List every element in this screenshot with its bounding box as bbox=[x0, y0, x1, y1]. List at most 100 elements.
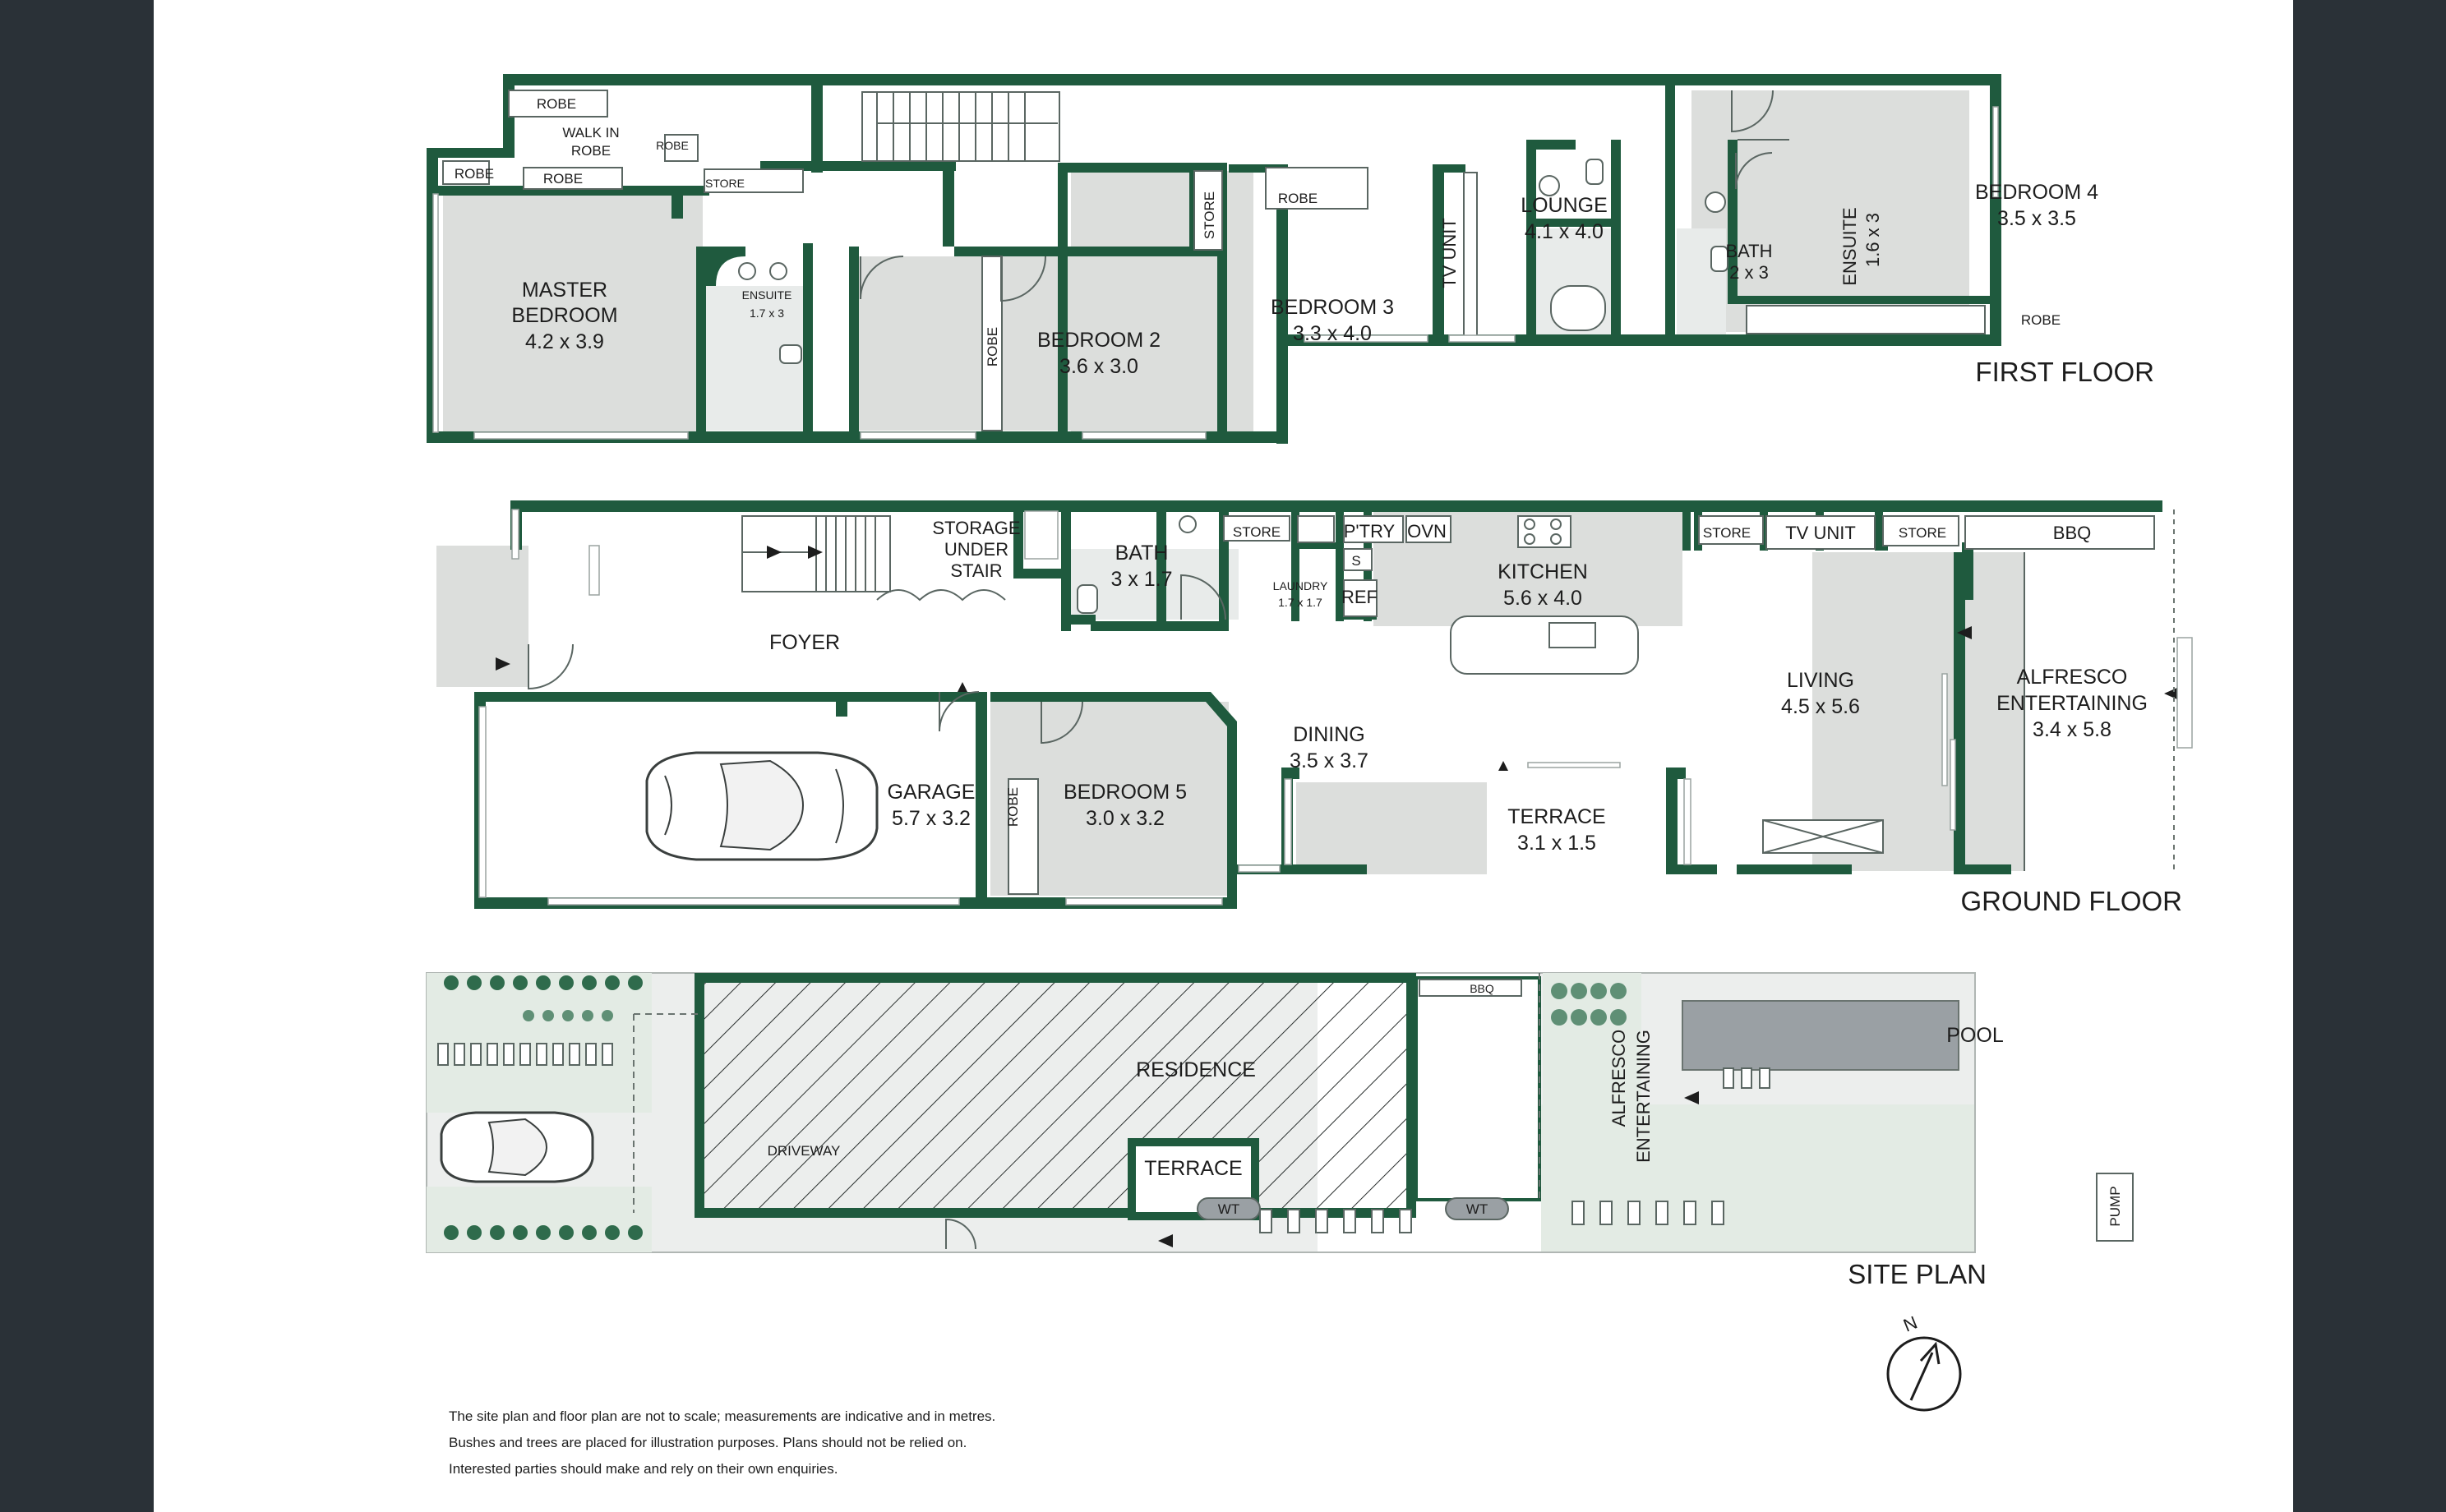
wall bbox=[1665, 85, 1675, 346]
plan-sheet: ROBE WALK IN ROBE ROBE ROBE ROBE STORE M… bbox=[154, 0, 2293, 1512]
water-tank-label: WT bbox=[1466, 1201, 1488, 1217]
wall bbox=[760, 161, 956, 171]
toilet bbox=[1710, 246, 1728, 272]
window bbox=[473, 431, 689, 440]
bedroom-2-label: BEDROOM 2 bbox=[1037, 329, 1161, 352]
wall bbox=[1229, 164, 1278, 173]
gate-swing bbox=[945, 1218, 976, 1250]
fridge-box bbox=[1343, 579, 1378, 617]
terrace-label: TERRACE bbox=[1507, 805, 1605, 828]
ensuite2-label: ENSUITE bbox=[1839, 207, 1860, 285]
robe-box bbox=[1746, 305, 1986, 334]
walk-in-robe-label: ROBE bbox=[571, 143, 611, 159]
ground-floor-title: GROUND FLOOR bbox=[1960, 886, 2182, 916]
robe-label: ROBE bbox=[2021, 312, 2061, 328]
back-lawn bbox=[1541, 1104, 1975, 1252]
wall bbox=[1433, 164, 1465, 173]
store-box bbox=[1223, 515, 1290, 542]
front-garden bbox=[427, 1187, 652, 1252]
robe-label: ROBE bbox=[1005, 787, 1021, 827]
ensuite-dim: 1.7 x 3 bbox=[750, 307, 784, 320]
wall bbox=[1875, 542, 1888, 551]
robe-box bbox=[981, 256, 1003, 431]
dining-dim: 3.5 x 3.7 bbox=[1290, 749, 1368, 772]
robe-label: ROBE bbox=[1278, 191, 1318, 206]
basin bbox=[738, 262, 756, 280]
laundry-label: LAUNDRY bbox=[1273, 579, 1328, 592]
door-arrow-icon bbox=[958, 682, 967, 692]
compass-north-label: N bbox=[1900, 1311, 1920, 1335]
robe-box bbox=[442, 160, 490, 185]
sliding-door bbox=[1527, 762, 1621, 768]
kitchen-dim: 5.6 x 4.0 bbox=[1503, 587, 1582, 610]
wall bbox=[1281, 768, 1299, 779]
wall bbox=[1091, 621, 1173, 631]
kitchen-island bbox=[1450, 615, 1639, 675]
fridge-label: REF bbox=[1341, 587, 1378, 607]
wall bbox=[1728, 296, 1991, 304]
wall bbox=[943, 161, 954, 247]
robe-box bbox=[523, 167, 623, 190]
door-swing bbox=[860, 256, 904, 300]
store-box bbox=[1698, 515, 1764, 545]
bbq-bench bbox=[1964, 515, 2155, 550]
living-dim: 4.5 x 5.6 bbox=[1781, 695, 1860, 718]
tv-unit bbox=[1463, 172, 1478, 338]
storage-label: STORAGE bbox=[932, 518, 1020, 538]
wall bbox=[1962, 542, 1973, 600]
basin bbox=[1539, 175, 1560, 196]
robe-box bbox=[508, 90, 608, 118]
wall bbox=[849, 247, 859, 443]
wall bbox=[803, 243, 813, 443]
door-arrow-icon bbox=[1158, 1234, 1173, 1247]
wall bbox=[1227, 871, 1237, 909]
wall bbox=[503, 74, 2001, 85]
tv-unit-label: TV UNIT bbox=[1785, 523, 1856, 543]
water-tank bbox=[1445, 1197, 1509, 1220]
door-arrow-icon bbox=[808, 546, 823, 559]
terrace-fill bbox=[1296, 782, 1487, 874]
compass-icon: N bbox=[1886, 1311, 1962, 1412]
pool-label: POOL bbox=[1946, 1024, 2004, 1047]
first-floor-title: FIRST FLOOR bbox=[1975, 357, 2154, 387]
toilet bbox=[1077, 584, 1098, 614]
robe-box bbox=[1265, 167, 1368, 210]
alfresco-label: ENTERTAINING bbox=[1996, 692, 2148, 715]
wall bbox=[696, 247, 706, 443]
bath-dim: 3 x 1.7 bbox=[1110, 568, 1172, 591]
lounge-dim: 4.1 x 4.0 bbox=[1525, 220, 1604, 243]
first-floor: ROBE WALK IN ROBE ROBE ROBE ROBE STORE M… bbox=[427, 74, 2154, 444]
site-bbq-bench bbox=[1419, 979, 1522, 997]
basin bbox=[769, 262, 787, 280]
wall bbox=[1058, 163, 1068, 443]
ensuite2-fill bbox=[1677, 228, 1726, 335]
alfresco-dim: 3.4 x 5.8 bbox=[2033, 718, 2111, 741]
toilet bbox=[779, 344, 802, 364]
master-bedroom-dim: 4.2 x 3.9 bbox=[525, 330, 604, 353]
residence-block bbox=[695, 973, 1416, 1218]
door-arrow-icon bbox=[496, 657, 510, 671]
robe-label: ROBE bbox=[455, 166, 494, 182]
window bbox=[1065, 897, 1223, 906]
window bbox=[2176, 637, 2193, 749]
floor-plan-drawing: ROBE WALK IN ROBE ROBE ROBE ROBE STORE M… bbox=[426, 74, 2193, 1412]
burner bbox=[1550, 519, 1562, 530]
storage-label: UNDER bbox=[944, 539, 1008, 560]
store-label: STORE bbox=[1703, 525, 1751, 541]
door-swing bbox=[939, 691, 980, 732]
walk-in-label: WALK IN bbox=[562, 125, 619, 141]
car-icon bbox=[440, 1111, 594, 1183]
stair-icon bbox=[861, 91, 1060, 162]
wall bbox=[1875, 509, 1883, 551]
wall bbox=[811, 74, 823, 173]
wall bbox=[1156, 509, 1166, 631]
door-swing bbox=[1041, 701, 1083, 744]
door-swing bbox=[1731, 90, 1774, 133]
wall bbox=[1433, 164, 1444, 346]
water-tank-label: WT bbox=[1218, 1201, 1239, 1217]
site-terrace-label: TERRACE bbox=[1144, 1157, 1242, 1180]
bedroom-4-dim: 3.5 x 3.5 bbox=[1997, 207, 2076, 230]
wall bbox=[427, 148, 507, 158]
bathtub bbox=[1550, 285, 1606, 331]
wall bbox=[1298, 542, 1337, 549]
